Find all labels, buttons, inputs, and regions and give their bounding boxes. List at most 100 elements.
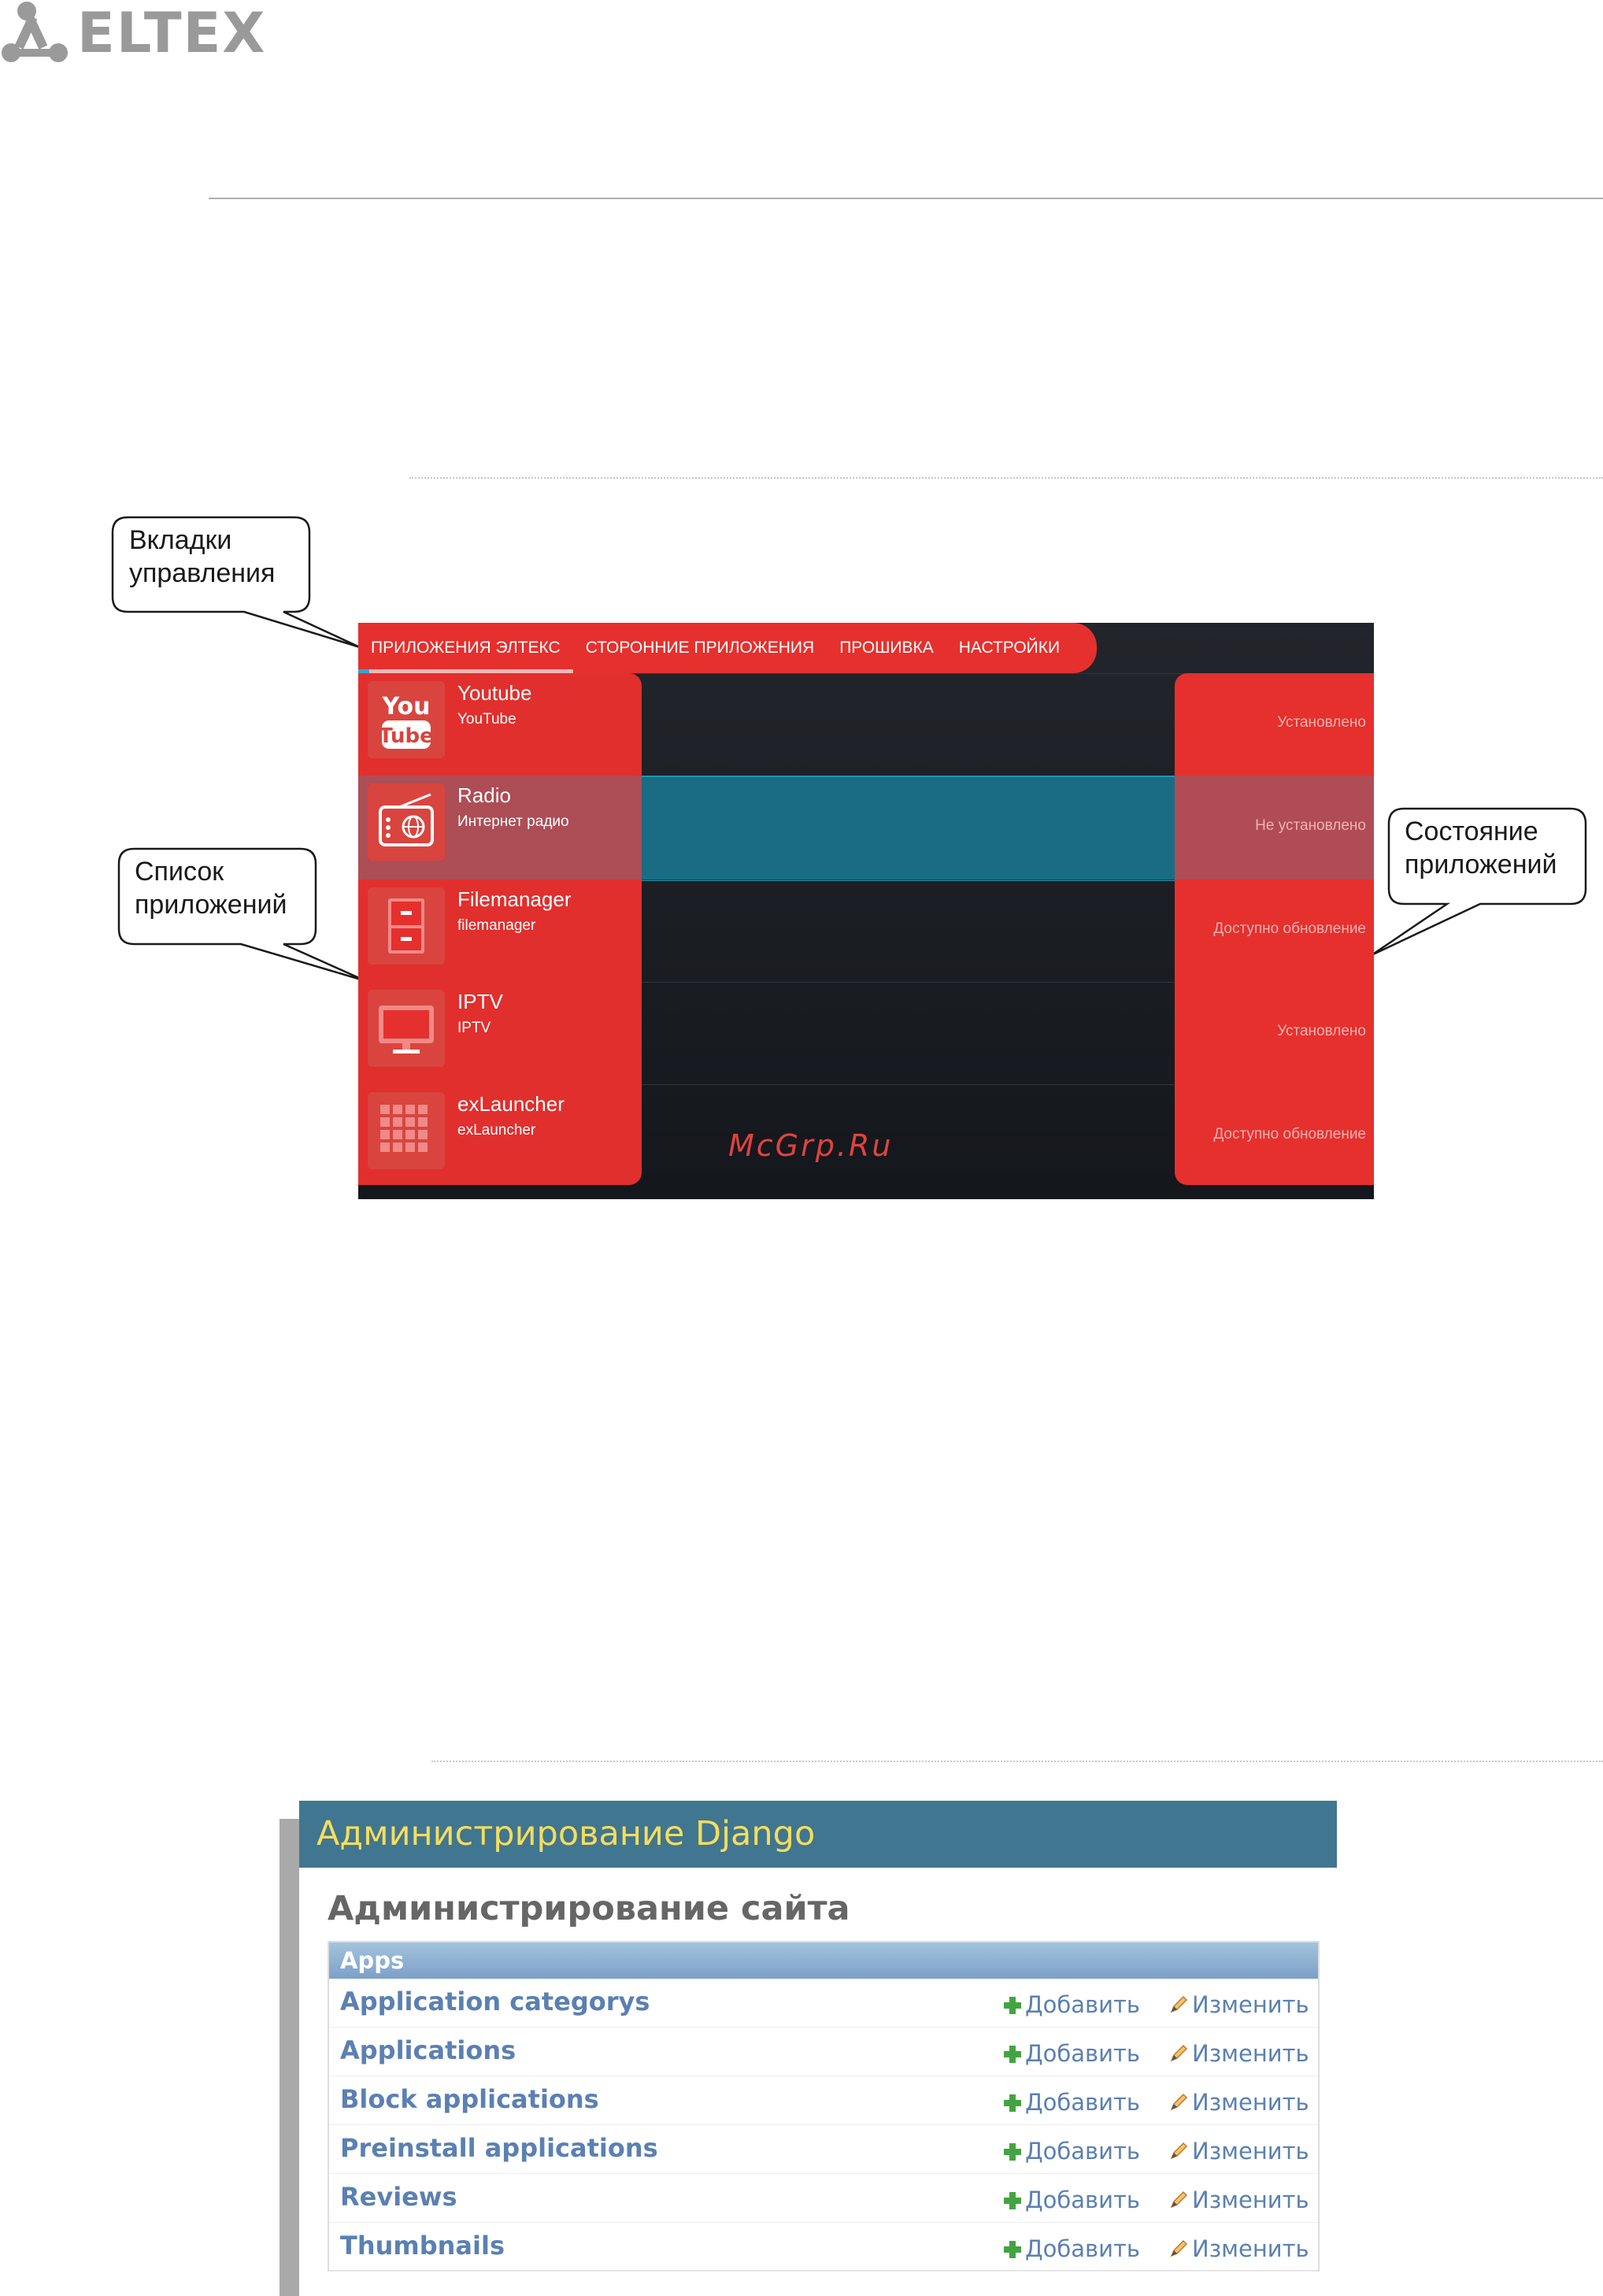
grid-icon [368,1092,445,1169]
app-row[interactable] [358,1084,1374,1187]
plus-icon [1004,2241,1021,2258]
change-label: Изменить [1192,1991,1309,2018]
app-status: Установлено [1277,1023,1366,1039]
tab-firmware[interactable]: ПРОШИВКА [839,639,934,657]
table-row: Block applications Добавить Изменить [329,2076,1318,2125]
eltex-logo: ELTEX [0,0,283,67]
section-divider [431,1761,1603,1762]
apps-module: Apps Application categorys Добавить Изме… [328,1941,1320,2272]
change-link[interactable]: Изменить [1168,2040,1309,2067]
plus-icon [1004,2046,1021,2063]
add-label: Добавить [1025,2187,1140,2213]
table-row: Thumbnails Добавить Изменить [329,2223,1318,2272]
app-subtitle: Интернет радио [457,813,569,830]
plus-icon [1004,1997,1021,2014]
app-status: Доступно обновление [1213,920,1366,937]
plus-icon [1004,2143,1021,2161]
youtube-icon: You Tube [368,681,445,758]
change-link[interactable]: Изменить [1168,2138,1309,2165]
control-tabs: ПРИЛОЖЕНИЯ ЭЛТЕКС СТОРОННИЕ ПРИЛОЖЕНИЯ П… [358,623,1097,673]
selection-highlight [358,776,1374,880]
table-row: Applications Добавить Изменить [329,2028,1318,2076]
app-item-youtube[interactable]: You Tube Youtube YouTube [366,673,642,776]
page-title: Администрирование сайта [328,1889,850,1928]
app-row[interactable] [358,673,1374,776]
add-link[interactable]: Добавить [1003,2235,1140,2262]
app-subtitle: YouTube [457,711,516,728]
change-link[interactable]: Изменить [1168,2187,1309,2213]
tab-settings[interactable]: НАСТРОЙКИ [958,639,1061,657]
add-link[interactable]: Добавить [1003,2187,1140,2213]
app-row[interactable] [358,880,1374,983]
pencil-icon [1170,2044,1188,2062]
app-item-radio[interactable]: Radio Интернет радио [366,776,642,878]
model-link[interactable]: Applications [340,2035,516,2065]
change-label: Изменить [1192,2040,1309,2067]
change-link[interactable]: Изменить [1168,2089,1309,2116]
model-link[interactable]: Preinstall applications [340,2133,658,2163]
app-name: exLauncher [457,1092,565,1116]
model-link[interactable]: Application categorys [340,1987,650,2016]
change-link[interactable]: Изменить [1168,1991,1309,2018]
change-label: Изменить [1192,2235,1309,2262]
app-name: Filemanager [457,887,572,911]
app-subtitle: exLauncher [457,1122,536,1139]
add-label: Добавить [1025,2138,1140,2165]
app-name: Youtube [457,681,532,705]
app-status-column [1175,673,1374,1185]
add-link[interactable]: Добавить [1003,2089,1140,2116]
module-caption: Apps [329,1942,1318,1979]
model-link[interactable]: Block applications [340,2084,599,2114]
header-rule [209,198,1603,199]
app-status: Доступно обновление [1213,1126,1366,1142]
tv-icon [368,990,445,1067]
plus-icon [1004,2192,1021,2209]
add-label: Добавить [1025,2040,1140,2067]
pencil-icon [1170,2239,1188,2257]
add-label: Добавить [1025,2235,1140,2262]
add-label: Добавить [1025,1991,1140,2018]
app-item-iptv[interactable]: IPTV IPTV [366,982,642,1084]
filemanager-icon [368,887,445,965]
callout-tabs-label: Вкладки управления [129,525,276,588]
model-link[interactable]: Thumbnails [340,2231,505,2261]
model-link[interactable]: Reviews [340,2182,457,2212]
svg-text:You: You [382,693,431,720]
pencil-icon [1170,2142,1188,2160]
svg-text:Tube: Tube [379,724,434,748]
svg-text:ELTEX: ELTEX [77,1,266,65]
add-link[interactable]: Добавить [1003,2138,1140,2165]
radio-icon [368,783,445,861]
change-label: Изменить [1192,2089,1309,2116]
table-row: Reviews Добавить Изменить [329,2174,1318,2223]
add-link[interactable]: Добавить [1003,1991,1140,2018]
watermark: McGrp.Ru [728,1128,894,1163]
pencil-icon [1170,2093,1188,2111]
app-status: Не установлено [1255,817,1366,834]
change-label: Изменить [1192,2138,1309,2165]
table-row: Preinstall applications Добавить Изменит… [329,2125,1318,2174]
app-row[interactable] [358,982,1374,1085]
tab-third-party-apps[interactable]: СТОРОННИЕ ПРИЛОЖЕНИЯ [585,639,815,657]
app-name: Radio [457,783,511,807]
app-item-filemanager[interactable]: Filemanager filemanager [366,880,642,982]
plus-icon [1004,2094,1021,2112]
callout-app-state-label: Состояние приложений [1405,817,1557,880]
add-label: Добавить [1025,2089,1140,2116]
change-link[interactable]: Изменить [1168,2235,1309,2262]
app-name: IPTV [457,990,503,1013]
django-admin-screen: Администрирование Django Администрирован… [299,1801,1337,2296]
table-row: Application categorys Добавить Изменить [329,1979,1318,2028]
change-label: Изменить [1192,2187,1309,2213]
callout-app-list-label: Список приложений [135,857,287,920]
app-subtitle: IPTV [457,1020,491,1036]
tab-eltex-apps[interactable]: ПРИЛОЖЕНИЯ ЭЛТЕКС [358,623,573,673]
app-status: Установлено [1277,714,1366,731]
add-link[interactable]: Добавить [1003,2040,1140,2067]
section-divider [409,477,1603,479]
pencil-icon [1170,1995,1188,2013]
app-subtitle: filemanager [457,917,536,934]
app-item-exlauncher[interactable]: exLauncher exLauncher [366,1084,642,1187]
django-header: Администрирование Django [299,1801,1337,1868]
stb-app-manager-screen: ПРИЛОЖЕНИЯ ЭЛТЕКС СТОРОННИЕ ПРИЛОЖЕНИЯ П… [358,623,1374,1199]
